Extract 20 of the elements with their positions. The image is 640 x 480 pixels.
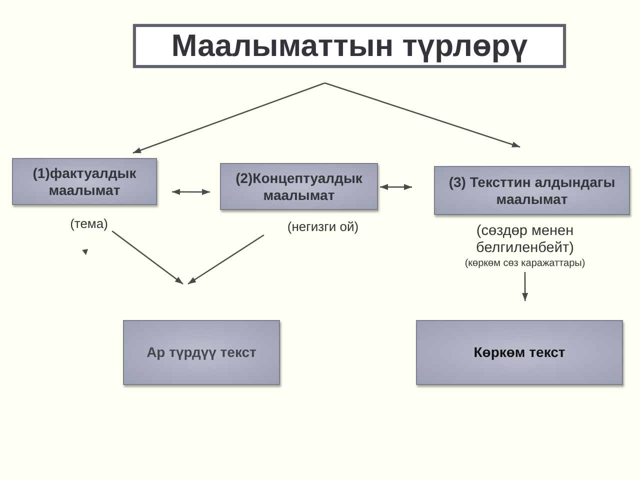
box-label: Ар түрдүү текст xyxy=(146,344,256,361)
box-label: Көркөм текст xyxy=(474,344,566,361)
title-box xyxy=(133,24,566,68)
double-arrow xyxy=(380,184,412,190)
box-label: (1)фактуалдык маалымат xyxy=(32,164,138,198)
annotation-text: (көркөм сөз каражаттары) xyxy=(464,258,586,270)
process-box xyxy=(123,320,280,385)
box-label: (3) Тексттин алдындагы маалымат xyxy=(448,174,616,208)
double-arrow xyxy=(172,188,210,195)
annotation-text: (сөздөр менен белгиленбейт) xyxy=(475,223,575,256)
process-box xyxy=(416,320,623,385)
box-label: (2)Концептуалдык маалымат xyxy=(234,170,364,204)
arrow xyxy=(132,82,326,154)
annotation-text: (тема) xyxy=(69,217,109,232)
arrow xyxy=(188,234,264,285)
arrow xyxy=(324,82,520,148)
annotation-text: (негизги ой) xyxy=(286,220,360,235)
title-text: Маалыматтын түрлөрү xyxy=(171,27,528,65)
arrow xyxy=(522,272,528,301)
arrow xyxy=(112,230,184,285)
